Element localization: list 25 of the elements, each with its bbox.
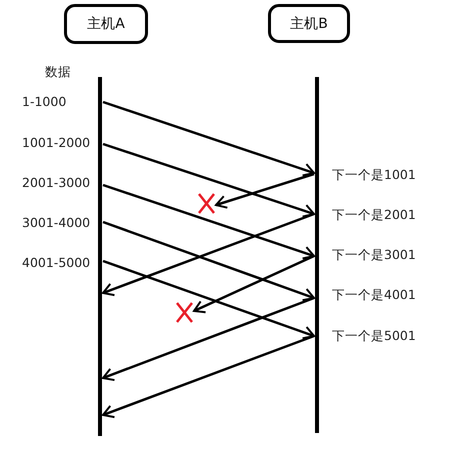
ack-label: 下一个是3001 xyxy=(332,247,416,263)
ack-label: 下一个是4001 xyxy=(332,287,416,303)
data-range-label: 3001-4000 xyxy=(22,215,90,231)
arrow xyxy=(102,184,315,260)
cross-mark xyxy=(176,302,193,323)
cross-mark xyxy=(198,193,215,214)
lifeline xyxy=(98,77,102,436)
lifeline xyxy=(315,77,319,433)
arrow xyxy=(215,172,314,209)
arrow xyxy=(102,142,315,218)
arrow xyxy=(102,260,315,340)
arrow xyxy=(102,296,314,382)
host-box: 主机A xyxy=(64,4,148,44)
data-range-label: 数据 xyxy=(45,64,71,80)
data-range-label: 2001-3000 xyxy=(22,175,90,191)
data-range-label: 1001-2000 xyxy=(22,135,90,151)
arrow xyxy=(102,100,315,176)
ack-label: 下一个是2001 xyxy=(332,207,416,223)
data-range-label: 4001-5000 xyxy=(22,255,90,271)
host-box: 主机B xyxy=(268,4,350,43)
data-range-label: 1-1000 xyxy=(22,94,66,110)
ack-label: 下一个是1001 xyxy=(332,167,416,183)
ack-label: 下一个是5001 xyxy=(332,328,416,344)
arrow xyxy=(102,334,314,418)
arrow xyxy=(193,254,315,314)
